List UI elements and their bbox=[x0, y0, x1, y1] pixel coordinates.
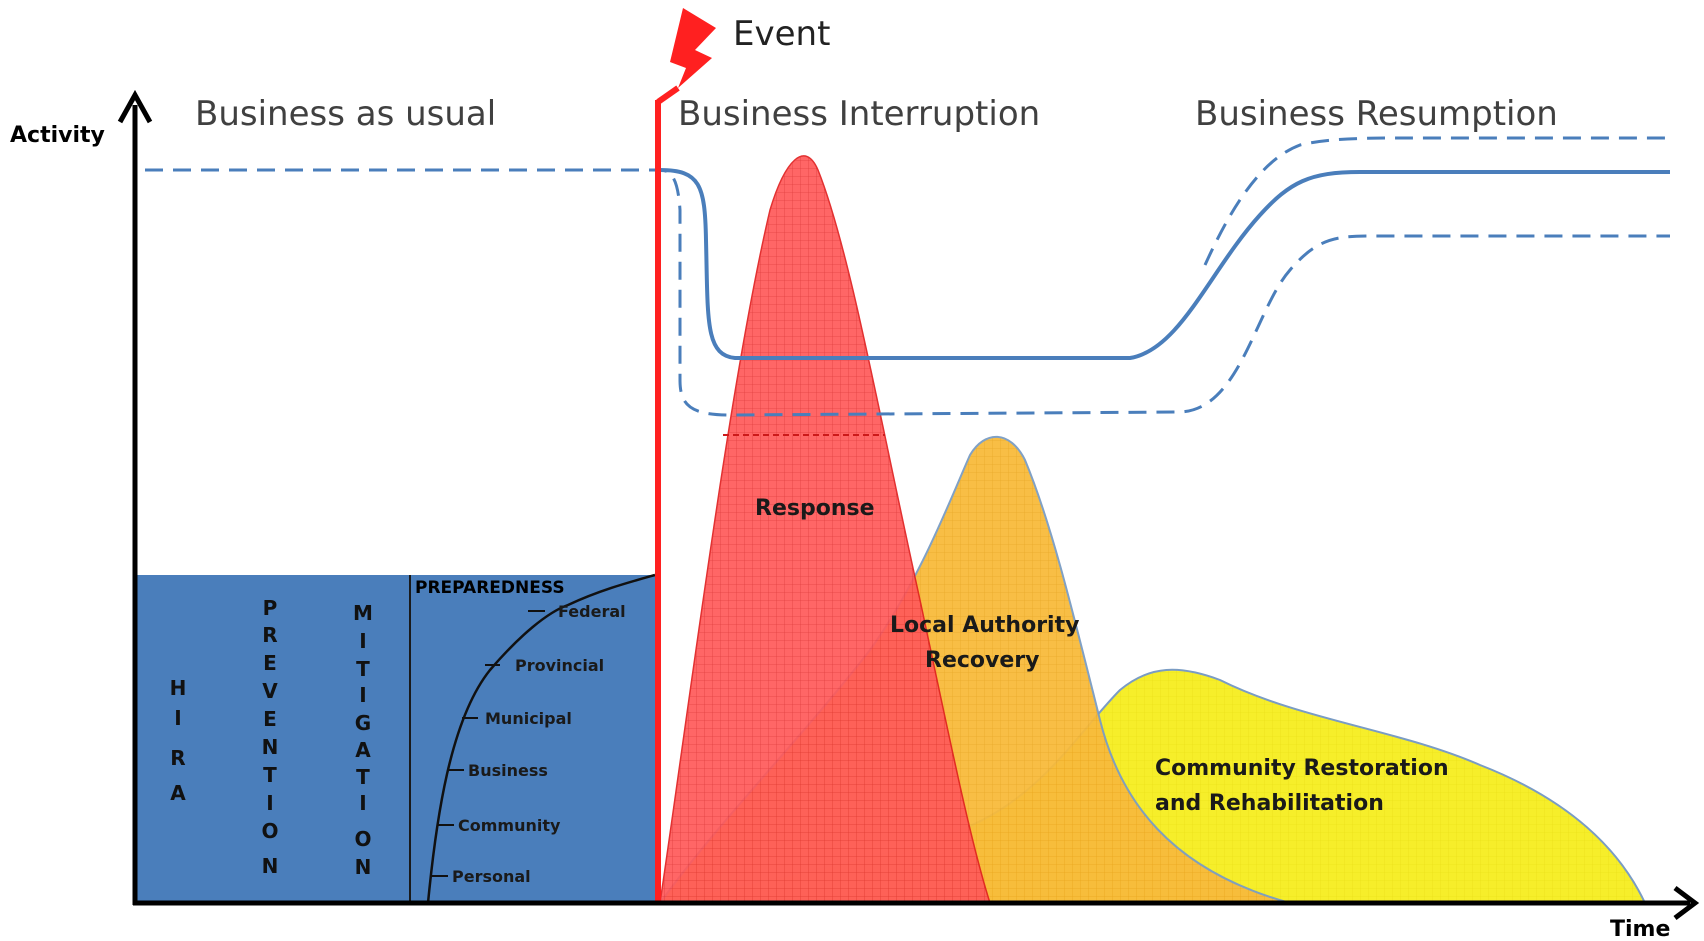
response-label: Response bbox=[755, 496, 875, 521]
activity-line-upper-dashed bbox=[145, 168, 1670, 417]
prevention-label: P R E V E N T I O N bbox=[261, 596, 278, 878]
lightning-bolt-tail bbox=[656, 85, 680, 105]
svg-text:I: I bbox=[359, 629, 366, 653]
phase-business-resumption: Business Resumption bbox=[1195, 94, 1558, 134]
x-axis-arrow-icon bbox=[1673, 886, 1700, 920]
level-municipal: Municipal bbox=[485, 709, 572, 728]
mitigation-label: M I T I G A T I O N bbox=[353, 601, 373, 879]
phase-business-as-usual: Business as usual bbox=[195, 94, 496, 134]
level-personal: Personal bbox=[452, 867, 531, 886]
activity-line-lower-dashed bbox=[1203, 136, 1670, 266]
local-authority-label-line1: Local Authority bbox=[890, 613, 1079, 638]
svg-text:O: O bbox=[354, 827, 371, 851]
svg-text:R: R bbox=[170, 746, 185, 770]
svg-text:E: E bbox=[263, 707, 277, 731]
community-label-line1: Community Restoration bbox=[1155, 756, 1449, 781]
svg-text:I: I bbox=[266, 791, 273, 815]
svg-text:N: N bbox=[355, 855, 372, 879]
svg-text:N: N bbox=[262, 735, 279, 759]
preparedness-curve bbox=[426, 573, 656, 904]
level-community: Community bbox=[458, 816, 561, 835]
pre-event-block bbox=[135, 575, 655, 905]
svg-text:E: E bbox=[263, 651, 277, 675]
svg-text:A: A bbox=[170, 781, 186, 805]
svg-text:G: G bbox=[355, 711, 371, 735]
response-area bbox=[659, 155, 992, 904]
local-authority-label-line2: Recovery bbox=[925, 648, 1039, 673]
svg-text:I: I bbox=[359, 683, 366, 707]
svg-text:T: T bbox=[263, 763, 277, 787]
hira-label: H I R A bbox=[170, 676, 187, 805]
event-label: Event bbox=[733, 14, 830, 54]
svg-text:V: V bbox=[262, 679, 278, 703]
svg-text:R: R bbox=[262, 623, 277, 647]
svg-text:I: I bbox=[359, 791, 366, 815]
x-axis-label: Time bbox=[1610, 917, 1670, 941]
level-federal: Federal bbox=[558, 602, 626, 621]
svg-text:A: A bbox=[355, 738, 371, 762]
phase-business-interruption: Business Interruption bbox=[678, 94, 1040, 134]
svg-text:M: M bbox=[353, 601, 373, 625]
svg-text:T: T bbox=[356, 657, 370, 681]
preparedness-title: PREPAREDNESS bbox=[415, 578, 565, 598]
level-business: Business bbox=[468, 761, 548, 780]
svg-text:I: I bbox=[174, 706, 181, 730]
svg-text:H: H bbox=[170, 676, 187, 700]
preparedness-levels: Federal Provincial Municipal Business Co… bbox=[432, 602, 626, 886]
level-provincial: Provincial bbox=[515, 656, 604, 675]
y-axis-label: Activity bbox=[10, 123, 105, 148]
activity-line-solid bbox=[659, 168, 1670, 360]
svg-text:P: P bbox=[263, 596, 278, 620]
community-label-line2: and Rehabilitation bbox=[1155, 791, 1384, 816]
lightning-bolt-icon bbox=[670, 8, 716, 88]
svg-text:N: N bbox=[262, 854, 279, 878]
y-axis-arrow-icon bbox=[117, 89, 153, 124]
svg-text:T: T bbox=[356, 765, 370, 789]
svg-text:O: O bbox=[261, 819, 278, 843]
